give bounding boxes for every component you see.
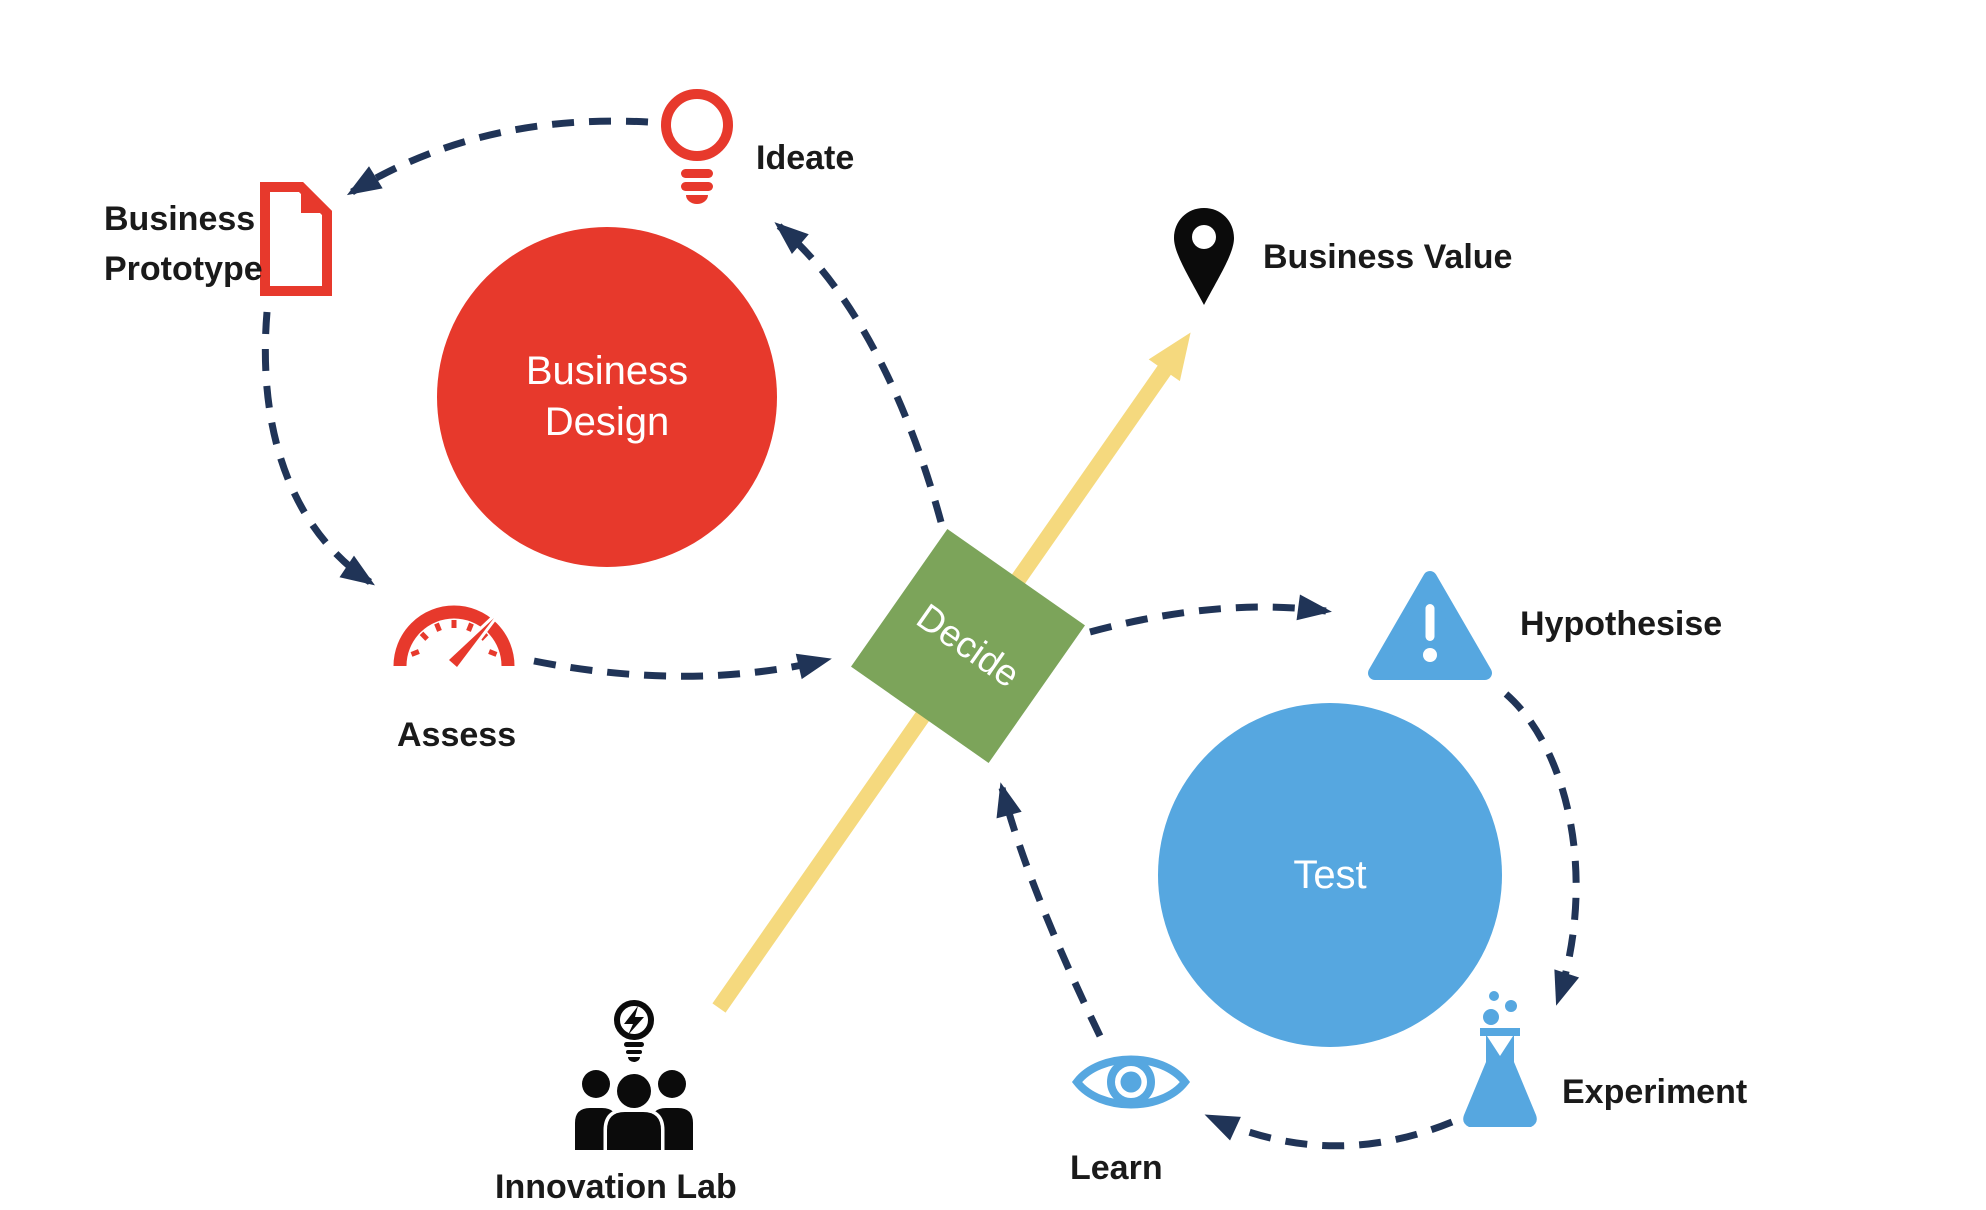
connector-decide-to-hypothesise [1089,594,1332,636]
business-value-label: Business Value [1263,238,1513,276]
flask-icon [1463,991,1537,1127]
connector-hypothesise-to-experiment [1503,691,1580,1006]
connector-experiment-to-learn [1204,1113,1454,1150]
eye-icon [1071,1055,1191,1109]
business-design-node: Business Design [437,227,777,567]
innovation-lab-people-icon [575,1000,693,1150]
lightbulb-icon [661,89,733,204]
connector-decide-to-ideate [774,222,945,523]
warning-triangle-icon [1368,571,1492,680]
innovation-lab-label: Innovation Lab [495,1168,737,1206]
learn-label: Learn [1070,1149,1163,1187]
ideate-label: Ideate [756,139,855,177]
gauge-icon [393,605,515,670]
hypothesise-label: Hypothesise [1520,605,1723,643]
experiment-label: Experiment [1562,1073,1748,1111]
connector-prototype-to-assess [261,311,375,586]
assess-label: Assess [397,716,517,754]
test-node: Test [1158,703,1502,1047]
document-icon [260,182,332,296]
connector-ideate-to-prototype [346,117,649,196]
connector-assess-to-decide [533,653,832,680]
business-prototype-label: Business Prototype [104,200,263,288]
connector-learn-to-decide [996,782,1104,1038]
map-pin-icon [1174,208,1234,305]
